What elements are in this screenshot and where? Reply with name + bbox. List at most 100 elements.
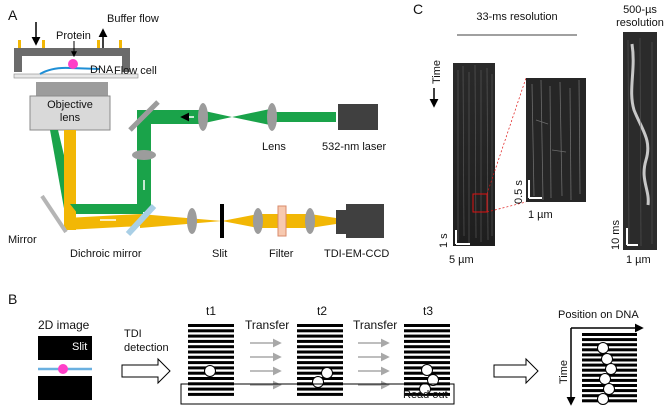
image-2d-label: 2D image bbox=[38, 318, 90, 332]
zoom-line-top bbox=[486, 77, 527, 195]
green-beam-lower bbox=[70, 204, 143, 214]
t3-frame-stripe bbox=[404, 334, 450, 338]
transfer-label-2: Transfer bbox=[353, 318, 397, 332]
protein-label: Protein bbox=[56, 30, 91, 42]
laser-label: 532-nm laser bbox=[322, 141, 387, 153]
result-molecule bbox=[601, 353, 613, 365]
t1-frame-stripe bbox=[188, 361, 234, 365]
mirror bbox=[40, 194, 68, 234]
t2-frame-stripe bbox=[297, 350, 343, 354]
lens-2 bbox=[267, 103, 277, 131]
transfer-label-1: Transfer bbox=[245, 318, 289, 332]
laser-body bbox=[338, 104, 378, 130]
scale-5um-label: 5 µm bbox=[449, 254, 474, 266]
kymograph-zoom bbox=[526, 78, 586, 202]
scale-10ms-label: 10 ms bbox=[610, 220, 622, 250]
panel-a-letter: A bbox=[8, 7, 18, 23]
t1-frame-stripe bbox=[188, 387, 234, 391]
read-out-label: Read out bbox=[403, 389, 448, 401]
t3-label: t3 bbox=[423, 304, 433, 318]
result-molecule bbox=[605, 363, 617, 375]
tdi-label-1: TDI bbox=[124, 328, 142, 340]
result-frame-stripe bbox=[582, 343, 637, 347]
result-molecule bbox=[603, 383, 615, 395]
t1-frame-stripe bbox=[188, 355, 234, 359]
dichroic-label: Dichroic mirror bbox=[70, 248, 142, 260]
flow-cell-label: Flow cell bbox=[114, 65, 157, 77]
t2-frame-stripe bbox=[297, 339, 343, 343]
zoom-box bbox=[472, 193, 488, 213]
dna-label: DNA bbox=[90, 64, 114, 76]
green-beam-diverge bbox=[232, 109, 270, 125]
transfer-arrows-2 bbox=[358, 338, 390, 390]
t1-frame-stripe bbox=[188, 339, 234, 343]
t1-frame bbox=[188, 324, 234, 396]
panel-c: C 33-ms resolution 500-µs resolution Tim… bbox=[413, 1, 664, 266]
t2-frame-stripe bbox=[297, 329, 343, 333]
res-500-label-1: 500-µs bbox=[623, 4, 657, 16]
orange-beam-after-slit bbox=[222, 214, 258, 228]
result-molecule bbox=[597, 342, 609, 354]
t2-frame-stripe bbox=[297, 392, 343, 396]
green-beam-focus bbox=[200, 110, 232, 124]
lens-1 bbox=[198, 103, 208, 131]
camera-label: TDI-EM-CCD bbox=[324, 248, 389, 260]
objective-label-1: Objective bbox=[47, 99, 93, 111]
vertical-lens bbox=[132, 150, 156, 160]
t2-frame-stripe bbox=[297, 371, 343, 375]
mirror-label: Mirror bbox=[8, 234, 37, 246]
orange-beam-camera bbox=[310, 214, 336, 228]
filter-label: Filter bbox=[269, 248, 294, 260]
t1-frame-stripe bbox=[188, 350, 234, 354]
t2-frame bbox=[297, 324, 343, 396]
green-beam-laser bbox=[270, 112, 336, 122]
result-frame-stripe bbox=[582, 348, 637, 352]
buffer-flow-label: Buffer flow bbox=[107, 13, 159, 25]
t3-frame-stripe bbox=[404, 361, 450, 365]
position-label: Position on DNA bbox=[558, 309, 639, 321]
t1-frame-stripe bbox=[188, 392, 234, 396]
t3-frame bbox=[404, 324, 450, 396]
dichroic-mirror bbox=[125, 203, 157, 237]
transfer-arrows-1 bbox=[250, 338, 282, 390]
protein-circle bbox=[58, 364, 68, 374]
res-500-label-2: resolution bbox=[616, 17, 664, 29]
upper-mirror bbox=[128, 100, 160, 132]
t1-frame-stripe bbox=[188, 329, 234, 333]
result-frame-stripe bbox=[582, 333, 637, 336]
objective-label-2: lens bbox=[60, 112, 81, 124]
kymograph-fast-texture bbox=[627, 37, 653, 247]
res-33-label: 33-ms resolution bbox=[476, 11, 557, 23]
kymograph-zoom-texture bbox=[531, 79, 581, 201]
t3-frame-stripe bbox=[404, 345, 450, 349]
read-out-box bbox=[180, 383, 455, 405]
protein-dot bbox=[68, 59, 78, 69]
objective-top bbox=[36, 82, 108, 96]
lens-label: Lens bbox=[262, 141, 286, 153]
orange-beam-horizontal bbox=[66, 214, 140, 230]
tdi-label-2: detection bbox=[124, 342, 169, 354]
slit-label: Slit bbox=[212, 248, 227, 260]
result-frame-stripe bbox=[582, 394, 637, 398]
det-lens-3 bbox=[305, 208, 315, 234]
t3-frame-stripe bbox=[404, 339, 450, 343]
time-axis-label: Time bbox=[558, 360, 570, 384]
t1-frame-stripe bbox=[188, 324, 234, 327]
t2-frame-stripe bbox=[297, 387, 343, 391]
t3-frame-stripe bbox=[404, 355, 450, 359]
camera-front bbox=[336, 210, 346, 234]
result-frame-stripe bbox=[582, 399, 637, 403]
tdi-arrow bbox=[121, 357, 171, 385]
zoom-line-bottom bbox=[486, 201, 527, 213]
t3-frame-molecule bbox=[421, 364, 433, 376]
slit-label-b: Slit bbox=[72, 341, 87, 353]
t2-frame-stripe bbox=[297, 366, 343, 370]
orange-beam-to-slit bbox=[140, 214, 222, 228]
t3-frame-stripe bbox=[404, 329, 450, 333]
dna-strand bbox=[39, 66, 101, 75]
result-molecule bbox=[597, 393, 609, 405]
t3-frame-molecule bbox=[427, 374, 439, 386]
t3-frame-stripe bbox=[404, 324, 450, 327]
